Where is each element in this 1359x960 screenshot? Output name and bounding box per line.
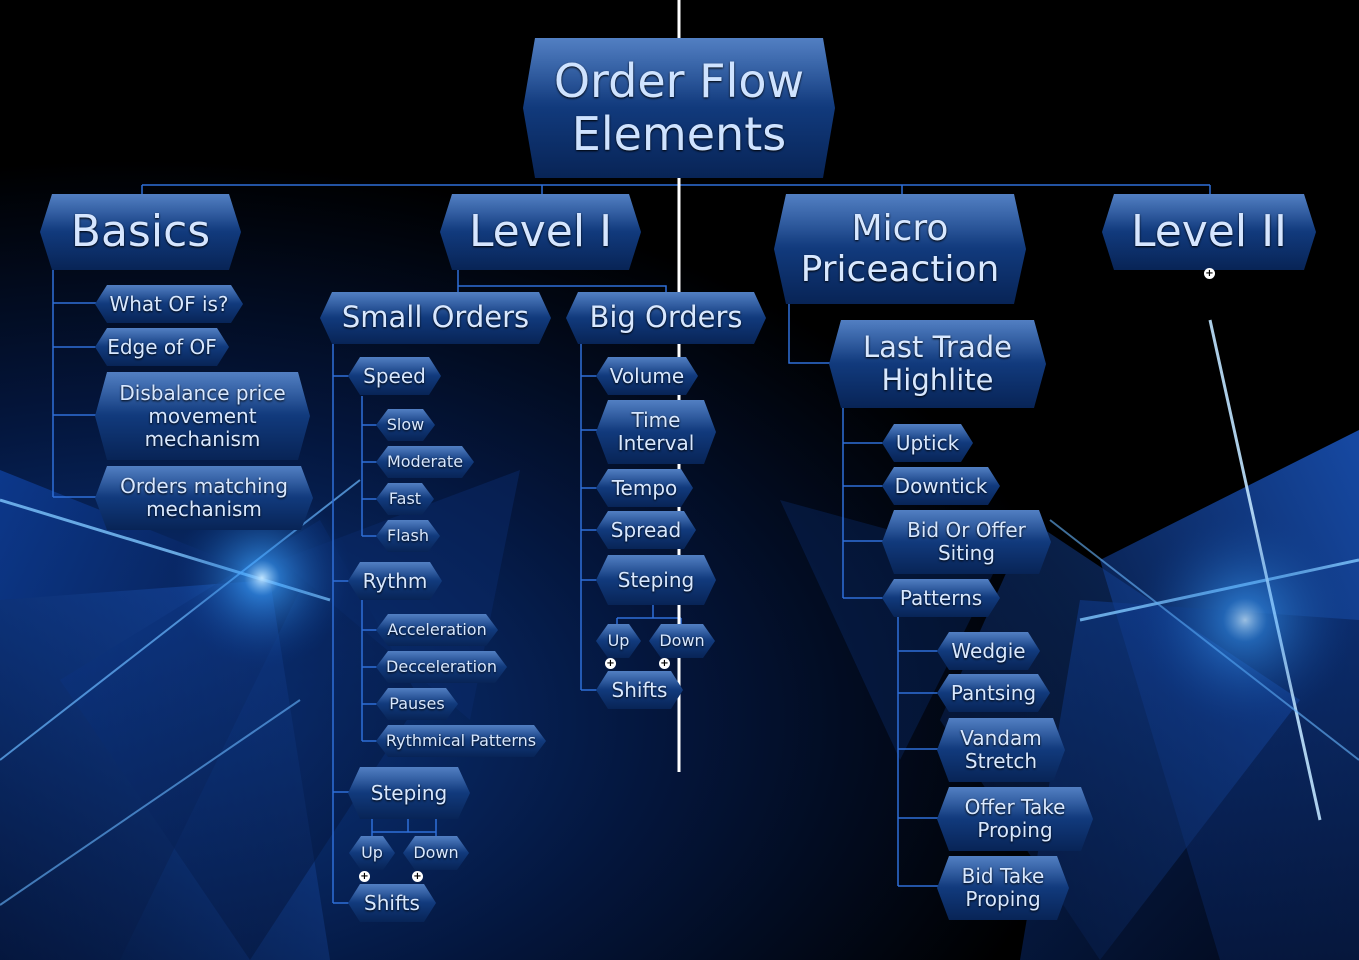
big-item-volume[interactable]: Volume [596, 357, 698, 395]
pattern-item-label: Wedgie [951, 638, 1026, 663]
expand-level-2-icon[interactable]: + [1204, 268, 1215, 279]
expand-up-icon[interactable]: + [359, 871, 370, 882]
speed-item-label: Flash [387, 525, 429, 545]
last-trade-item-label: Bid Or Offer Siting [907, 518, 1026, 565]
pattern-item[interactable]: Vandam Stretch [937, 718, 1065, 782]
big-orders-label: Big Orders [589, 300, 743, 335]
basics-item[interactable]: What OF is? [95, 285, 243, 323]
speed-item-label: Slow [386, 414, 425, 434]
topic-speed[interactable]: Speed [348, 357, 441, 395]
steping-big-label: Steping [617, 567, 695, 592]
last-trade-item[interactable]: Bid Or Offer Siting [882, 510, 1051, 574]
topic-steping-small[interactable]: Steping [348, 767, 470, 819]
topic-basics[interactable]: Basics [40, 194, 241, 270]
steping-down-label: Down [413, 842, 459, 862]
steping-down[interactable]: Down [403, 836, 469, 870]
topic-steping-big[interactable]: Steping [596, 555, 716, 605]
patterns-label: Patterns [899, 585, 983, 610]
big-item-time-interval[interactable]: Time Interval [596, 400, 716, 464]
rythm-item-label: Acceleration [387, 619, 487, 639]
last-trade-label: Last Trade Highlite [862, 329, 1013, 397]
topic-small-orders[interactable]: Small Orders [320, 292, 551, 344]
topic-rythm[interactable]: Rythm [348, 562, 442, 600]
last-trade-item-label: Downtick [894, 473, 988, 498]
shifts-label: Shifts [364, 890, 420, 915]
rythm-item[interactable]: Rythmical Patterns [376, 725, 546, 757]
steping-up-label: Up [361, 842, 383, 862]
big-item-shifts[interactable]: Shifts [596, 671, 683, 709]
topic-patterns[interactable]: Patterns [882, 579, 1000, 617]
rythm-item-label: Rythmical Patterns [385, 730, 537, 750]
basics-item-label: Edge of OF [107, 334, 217, 359]
small-orders-label: Small Orders [341, 300, 530, 335]
root-topic[interactable]: Order Flow Elements [523, 38, 835, 178]
basics-item-label: Disbalance price movement mechanism [119, 380, 286, 451]
basics-item[interactable]: Orders matching mechanism [95, 466, 313, 530]
basics-item-label: What OF is? [109, 291, 229, 316]
pattern-item[interactable]: Offer Take Proping [937, 787, 1093, 851]
steping-big-down[interactable]: Down [649, 624, 715, 658]
steping-big-down-label: Down [659, 630, 705, 650]
pattern-item-label: Vandam Stretch [960, 726, 1042, 773]
pattern-item[interactable]: Bid Take Proping [937, 856, 1069, 920]
tempo-label: Tempo [611, 475, 678, 500]
topic-basics-label: Basics [70, 205, 211, 257]
pattern-item[interactable]: Pantsing [937, 674, 1050, 712]
rythm-label: Rythm [362, 568, 428, 593]
volume-label: Volume [609, 363, 685, 388]
speed-item[interactable]: Flash [376, 520, 440, 552]
topic-last-trade-highlite[interactable]: Last Trade Highlite [829, 320, 1046, 408]
basics-item[interactable]: Disbalance price movement mechanism [95, 372, 310, 460]
last-trade-item[interactable]: Uptick [882, 424, 973, 462]
topic-shifts-small[interactable]: Shifts [348, 884, 436, 922]
speed-label: Speed [363, 363, 426, 388]
topic-micro-priceaction[interactable]: Micro Priceaction [774, 194, 1026, 304]
rythm-item-label: Decceleration [386, 656, 497, 676]
pattern-item-label: Offer Take Proping [964, 795, 1066, 842]
pattern-item-label: Pantsing [950, 680, 1037, 705]
expand-big-down-icon[interactable]: + [659, 658, 670, 669]
rythm-item[interactable]: Acceleration [376, 614, 498, 646]
topic-big-orders[interactable]: Big Orders [566, 292, 766, 344]
speed-item-label: Moderate [386, 451, 464, 471]
expand-down-icon[interactable]: + [412, 871, 423, 882]
rythm-item[interactable]: Pauses [376, 688, 458, 720]
speed-item[interactable]: Moderate [376, 446, 474, 478]
speed-item-label: Fast [388, 488, 422, 508]
rythm-item-label: Pauses [389, 693, 445, 713]
steping-big-up-label: Up [607, 630, 630, 650]
time-interval-label: Time Interval [617, 408, 695, 455]
speed-item[interactable]: Fast [376, 483, 434, 515]
basics-item-label: Orders matching mechanism [120, 474, 288, 521]
root-topic-label: Order Flow Elements [553, 54, 805, 161]
topic-level-2[interactable]: Level II [1102, 194, 1316, 270]
expand-big-up-icon[interactable]: + [605, 658, 616, 669]
big-item-tempo[interactable]: Tempo [596, 469, 693, 507]
shifts-big-label: Shifts [611, 677, 668, 702]
basics-item[interactable]: Edge of OF [95, 328, 229, 366]
topic-level-1-label: Level I [468, 205, 613, 257]
spread-label: Spread [610, 517, 682, 542]
topic-level-1[interactable]: Level I [440, 194, 641, 270]
last-trade-item[interactable]: Downtick [882, 467, 1000, 505]
rythm-item[interactable]: Decceleration [376, 651, 507, 683]
topic-level-2-label: Level II [1130, 205, 1288, 257]
pattern-item-label: Bid Take Proping [961, 864, 1045, 911]
topic-micro-label: Micro Priceaction [800, 207, 1000, 290]
pattern-item[interactable]: Wedgie [937, 632, 1040, 670]
steping-label: Steping [370, 780, 448, 805]
big-item-spread[interactable]: Spread [596, 511, 696, 549]
last-trade-item-label: Uptick [895, 430, 960, 455]
speed-item[interactable]: Slow [376, 409, 435, 441]
